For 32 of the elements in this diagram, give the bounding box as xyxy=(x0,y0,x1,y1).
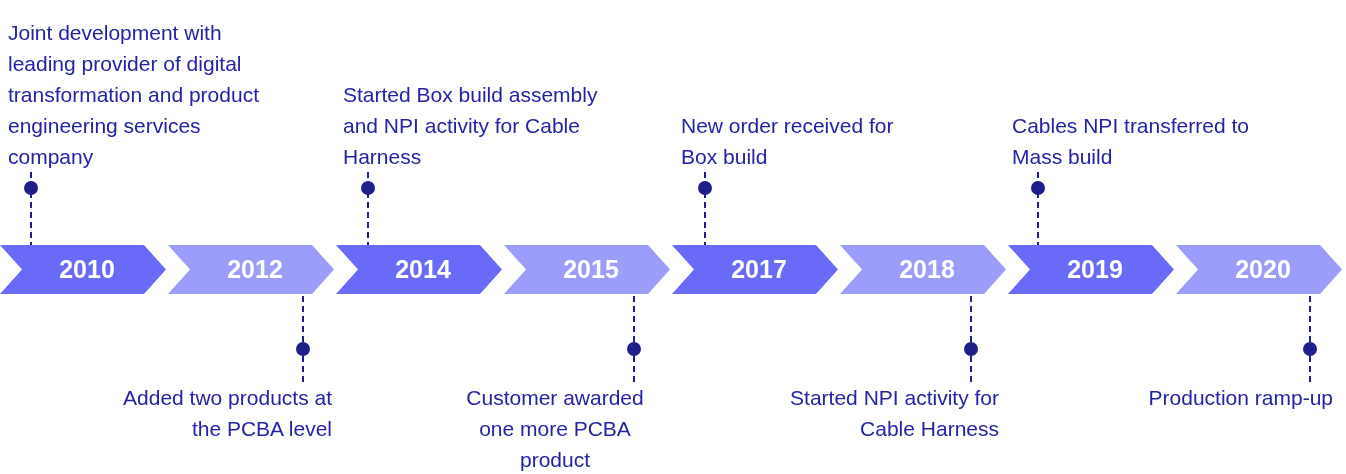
leader-line xyxy=(24,171,38,246)
milestone-text: Customer awarded one more PCBA product xyxy=(455,382,655,474)
year-label: 2020 xyxy=(1234,254,1292,285)
year-label: 2015 xyxy=(562,254,620,285)
year-label: 2010 xyxy=(58,254,116,285)
year-banner xyxy=(336,245,502,294)
year-banner xyxy=(1176,245,1342,294)
leader-line xyxy=(1031,171,1045,246)
milestone-text: New order received for Box build xyxy=(681,110,921,172)
year-banner xyxy=(0,245,166,294)
leader-line xyxy=(296,293,310,383)
year-label: 2014 xyxy=(394,254,452,285)
milestone-text: Cables NPI transferred to Mass build xyxy=(1012,110,1302,172)
year-label: 2018 xyxy=(898,254,956,285)
leader-line xyxy=(964,293,978,383)
year-banner xyxy=(840,245,1006,294)
year-banner xyxy=(1008,245,1174,294)
year-banner xyxy=(168,245,334,294)
milestone-text: Joint development with leading provider of digital transformation and product engineering services company xyxy=(8,17,270,172)
leader-line xyxy=(698,171,712,246)
year-label: 2019 xyxy=(1066,254,1124,285)
year-label: 2017 xyxy=(730,254,788,285)
year-banner xyxy=(672,245,838,294)
leader-line xyxy=(1303,293,1317,383)
year-banner xyxy=(504,245,670,294)
milestone-text: Production ramp-up xyxy=(1105,382,1333,413)
milestone-text: Added two products at the PCBA level xyxy=(100,382,332,444)
leader-line xyxy=(627,293,641,383)
milestone-text: Started Box build assembly and NPI activity for Cable Harness xyxy=(343,79,605,172)
year-label: 2012 xyxy=(226,254,284,285)
milestone-text: Started NPI activity for Cable Harness xyxy=(745,382,999,444)
leader-line xyxy=(361,171,375,246)
